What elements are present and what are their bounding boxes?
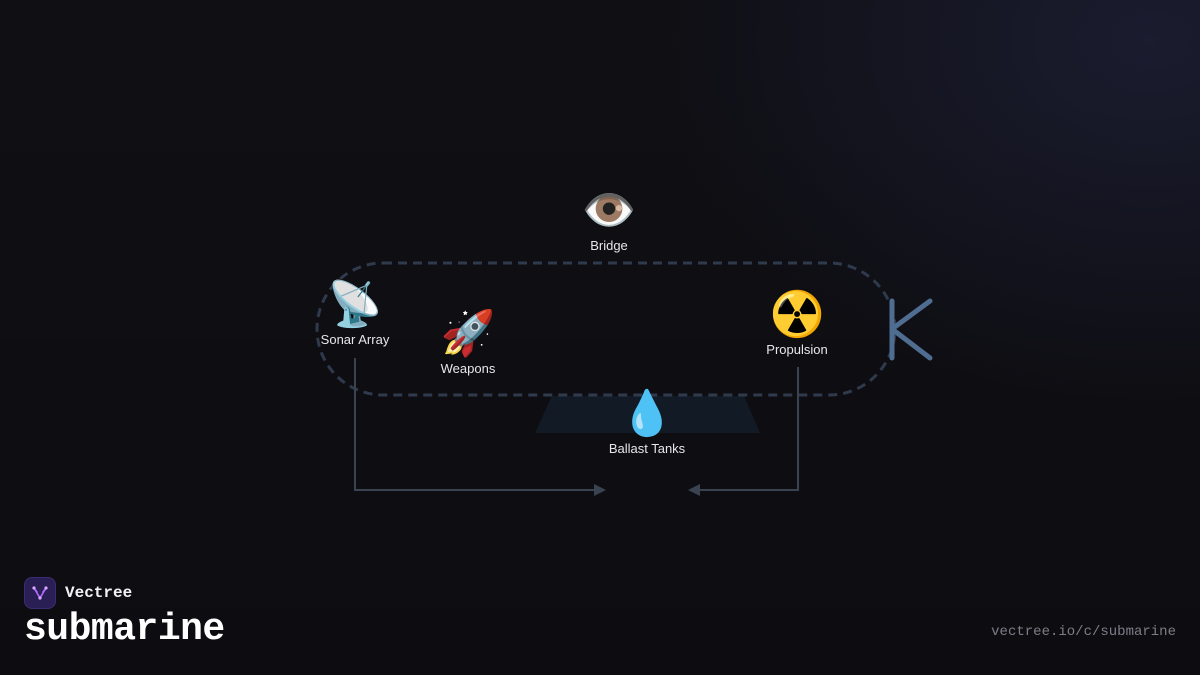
- node-ballast-tanks[interactable]: 💧 Ballast Tanks: [608, 388, 686, 457]
- droplet-icon: 💧: [619, 388, 675, 439]
- vectree-logo-icon: [24, 577, 56, 609]
- brand[interactable]: Vectree: [24, 577, 132, 609]
- page-url[interactable]: vectree.io/c/submarine: [991, 624, 1176, 640]
- brand-name: Vectree: [65, 584, 133, 602]
- page-title: submarine: [24, 608, 225, 651]
- node-bridge[interactable]: 👁️ Bridge: [581, 185, 637, 254]
- radioactive-icon: ☢️: [769, 289, 825, 340]
- node-propulsion[interactable]: ☢️ Propulsion: [766, 289, 828, 358]
- connector-propulsion-to-ballast: [698, 367, 799, 491]
- arrow-head-right: [594, 484, 606, 496]
- node-label: Weapons: [440, 361, 496, 376]
- eye-icon: 👁️: [581, 185, 637, 236]
- hull-trapezoid: [535, 396, 760, 433]
- node-label: Sonar Array: [320, 332, 390, 347]
- connector-sonar-to-ballast: [354, 358, 596, 491]
- node-label: Ballast Tanks: [608, 441, 686, 456]
- dashed-loop: [315, 261, 897, 397]
- node-sonar-array[interactable]: 📡 Sonar Array: [320, 279, 390, 348]
- arrow-head-left: [688, 484, 700, 496]
- node-label: Bridge: [590, 238, 628, 253]
- k-glyph-icon: [889, 298, 933, 361]
- node-weapons[interactable]: 🚀 Weapons: [440, 308, 496, 377]
- satellite-dish-icon: 📡: [327, 279, 383, 330]
- node-label: Propulsion: [766, 342, 828, 357]
- rocket-icon: 🚀: [440, 308, 496, 359]
